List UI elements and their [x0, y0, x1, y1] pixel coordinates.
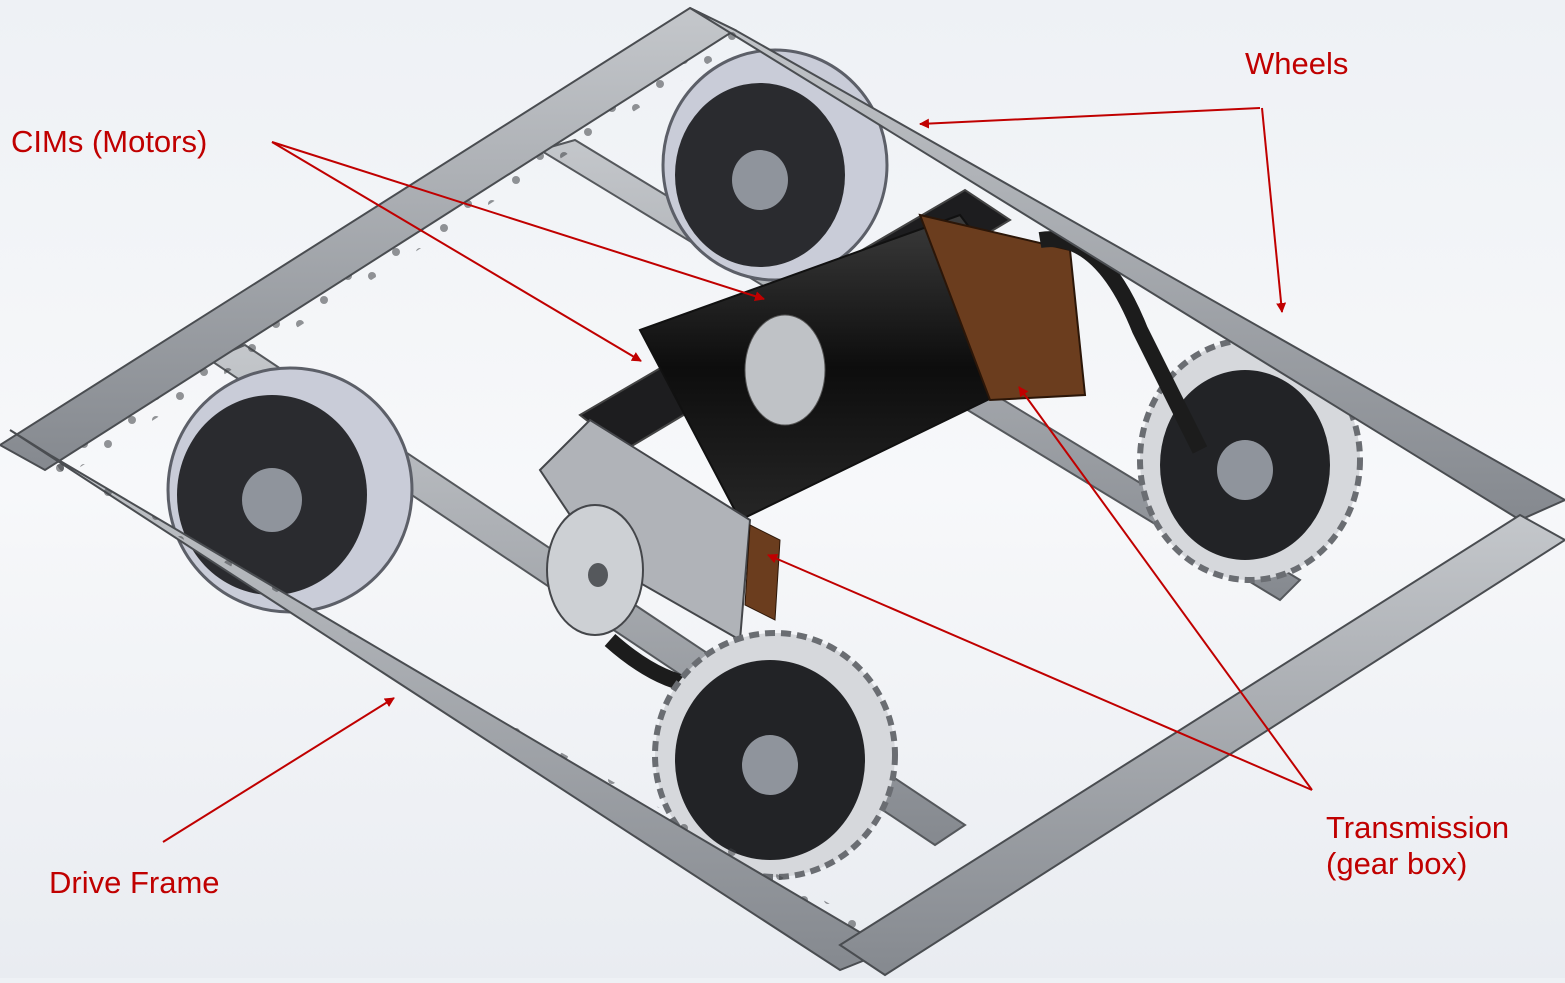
frame-arrow: [162, 697, 395, 843]
transmission-arrow-upper: [1018, 386, 1313, 791]
wheel-rear-left: [661, 48, 889, 282]
wheel-front-left: [166, 366, 414, 614]
drive-frame-label: Drive Frame: [49, 865, 220, 900]
cims-arrow-lower: [271, 141, 642, 362]
transmission-label-line1: Transmission: [1326, 810, 1510, 845]
wheels-label: Wheels: [1245, 46, 1349, 81]
transmission-arrow-lower: [767, 553, 1313, 791]
wheels-arrow-rear-right: [1261, 107, 1287, 313]
drive-frame: [0, 6, 1565, 977]
transmission-label-line2: (gear box): [1326, 846, 1468, 881]
cims-arrow-upper: [271, 141, 765, 302]
transmission-label: Transmission (gear box): [1326, 810, 1509, 882]
drive-assembly: [538, 188, 1087, 694]
wheel-rear-right: [1038, 231, 1363, 583]
cims-label: CIMs (Motors): [11, 124, 208, 159]
wheels-arrow-rear-left: [919, 107, 1261, 129]
callout-arrows: [162, 107, 1313, 843]
wheel-front-right: [652, 630, 898, 880]
